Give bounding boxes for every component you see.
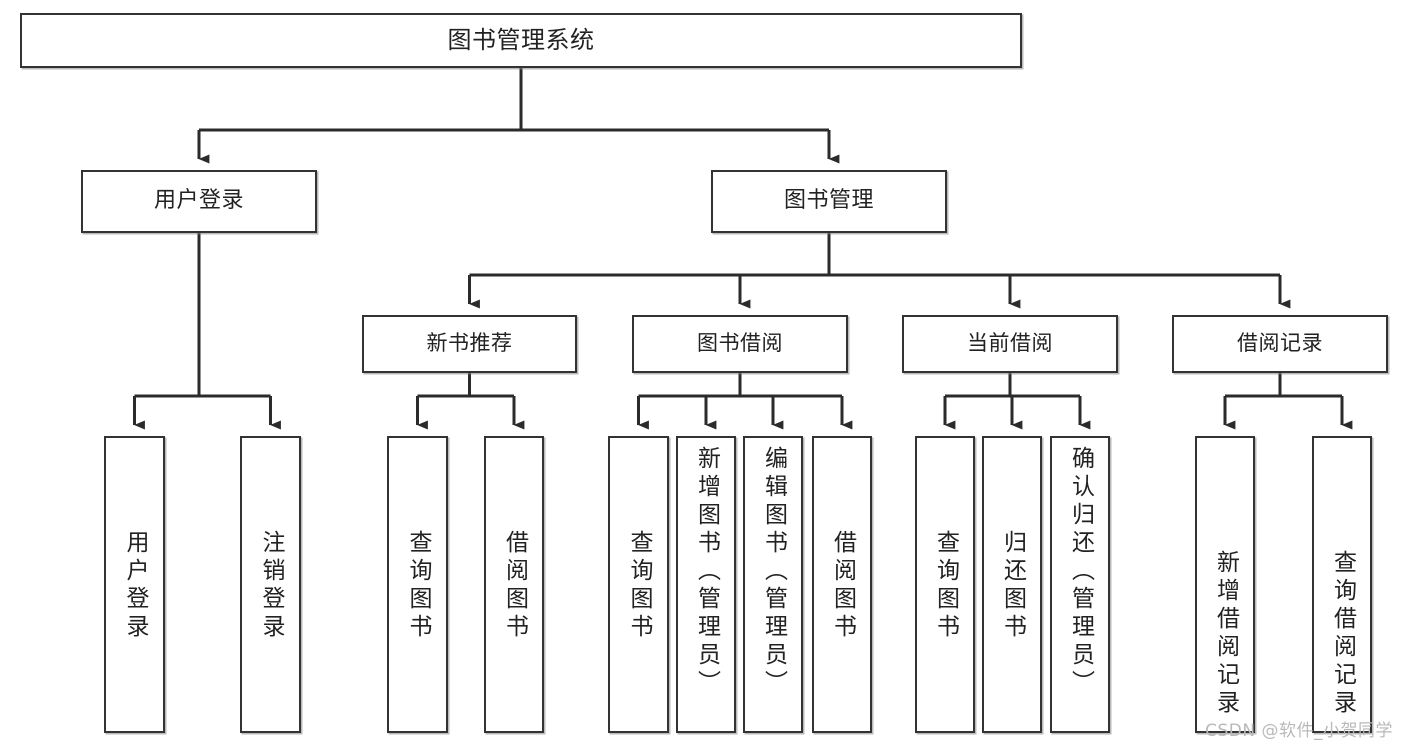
node-label-current: 当前借阅 xyxy=(967,331,1053,356)
node-label-leaf-new-borrow: 借阅图书 xyxy=(501,530,528,642)
node-label-bookmgmt: 图书管理 xyxy=(783,188,874,214)
node-label-leaf-cur-query: 查询图书 xyxy=(932,530,959,642)
node-label-leaf-rec-add: 新增借阅记录 xyxy=(1212,550,1239,718)
node-root[interactable]: 图书管理系统 xyxy=(20,13,1022,68)
node-label-leaf-borrow-add: 新增图书（管理员） xyxy=(693,446,720,698)
node-label-login: 用户登录 xyxy=(153,188,244,214)
node-leaf-borrow-lend[interactable]: 借阅图书 xyxy=(812,436,872,733)
node-borrow[interactable]: 图书借阅 xyxy=(632,315,848,373)
node-label-records: 借阅记录 xyxy=(1237,331,1323,356)
node-leaf-cur-return[interactable]: 归还图书 xyxy=(982,436,1042,733)
node-leaf-user-login[interactable]: 用户登录 xyxy=(104,436,165,733)
node-leaf-new-query[interactable]: 查询图书 xyxy=(387,436,448,733)
node-bookmgmt[interactable]: 图书管理 xyxy=(711,170,947,233)
node-label-borrow: 图书借阅 xyxy=(697,331,783,356)
node-current[interactable]: 当前借阅 xyxy=(902,315,1118,373)
node-label-leaf-borrow-lend: 借阅图书 xyxy=(829,530,856,642)
node-leaf-cur-query[interactable]: 查询图书 xyxy=(915,436,975,733)
node-label-leaf-cur-return: 归还图书 xyxy=(999,530,1026,642)
node-newbook[interactable]: 新书推荐 xyxy=(362,315,577,373)
node-leaf-rec-query[interactable]: 查询借阅记录 xyxy=(1312,436,1372,733)
node-login[interactable]: 用户登录 xyxy=(81,170,317,233)
node-leaf-borrow-query[interactable]: 查询图书 xyxy=(608,436,669,733)
node-label-root: 图书管理系统 xyxy=(447,26,595,55)
node-label-leaf-borrow-edit: 编辑图书（管理员） xyxy=(760,446,787,698)
edge-group xyxy=(133,68,1353,430)
node-records[interactable]: 借阅记录 xyxy=(1172,315,1388,373)
node-label-leaf-new-query: 查询图书 xyxy=(405,530,431,642)
node-label-leaf-cur-confirm: 确认归还（管理员） xyxy=(1067,446,1094,698)
node-leaf-borrow-edit[interactable]: 编辑图书（管理员） xyxy=(743,436,803,733)
node-label-leaf-rec-query: 查询借阅记录 xyxy=(1329,550,1356,718)
node-leaf-rec-add[interactable]: 新增借阅记录 xyxy=(1195,436,1255,733)
node-leaf-borrow-add[interactable]: 新增图书（管理员） xyxy=(676,436,736,733)
node-leaf-cur-confirm[interactable]: 确认归还（管理员） xyxy=(1050,436,1110,733)
node-label-leaf-borrow-query: 查询图书 xyxy=(626,530,652,642)
node-leaf-user-logout[interactable]: 注销登录 xyxy=(240,436,301,733)
node-label-leaf-user-login: 用户登录 xyxy=(122,530,148,642)
node-label-newbook: 新书推荐 xyxy=(426,331,513,356)
node-label-leaf-user-logout: 注销登录 xyxy=(258,530,284,642)
node-leaf-new-borrow[interactable]: 借阅图书 xyxy=(484,436,544,733)
